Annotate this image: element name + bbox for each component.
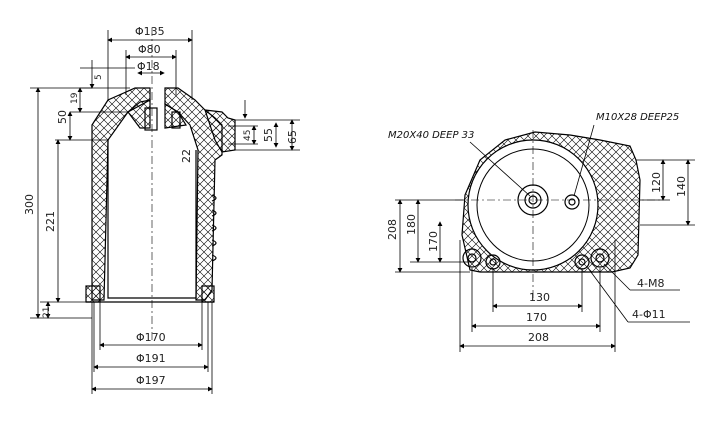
top-dimensions: M20X40 DEEP 33 M10X28 DEEP25 120 140 208… — [386, 112, 695, 352]
label-dia-191: Φ191 — [136, 352, 166, 365]
label-170-horizontal: 170 — [526, 311, 547, 324]
label-120: 120 — [650, 172, 663, 193]
label-22: 22 — [180, 149, 193, 163]
bottom-flange-right — [201, 285, 215, 303]
label-4-m8: 4-M8 — [637, 277, 664, 290]
side-insert — [171, 111, 181, 129]
label-180: 180 — [405, 214, 418, 235]
label-50: 50 — [56, 110, 69, 124]
label-dia-18: Φ18 — [137, 60, 160, 73]
label-140: 140 — [675, 176, 688, 197]
label-208-vertical: 208 — [386, 219, 399, 240]
label-dia-135: Φ135 — [135, 25, 165, 38]
note-m20x40: M20X40 DEEP 33 — [388, 130, 474, 141]
inner-cavity — [107, 140, 197, 299]
mount-hole-4 — [590, 248, 610, 268]
bottom-flange-left — [85, 285, 101, 303]
label-55: 55 — [262, 128, 275, 142]
mount-hole-1 — [462, 248, 482, 268]
label-dia-170: Φ170 — [136, 331, 166, 344]
label-19: 19 — [70, 92, 80, 104]
front-section-view — [85, 28, 236, 340]
label-208-horizontal: 208 — [528, 331, 549, 344]
label-45: 45 — [243, 130, 253, 141]
side-boss — [204, 109, 236, 153]
label-21: 21 — [42, 307, 52, 318]
label-5: 5 — [94, 74, 104, 80]
label-300: 300 — [23, 194, 36, 215]
label-130: 130 — [529, 291, 550, 304]
note-m10x28: M10X28 DEEP25 — [596, 112, 679, 123]
front-top-cap-right — [164, 102, 187, 129]
center-insert — [144, 107, 158, 131]
label-170-vertical: 170 — [427, 231, 440, 252]
label-dia-80: Φ80 — [138, 43, 161, 56]
label-221: 221 — [44, 211, 57, 232]
label-dia-197: Φ197 — [136, 374, 166, 387]
front-dimensions: Φ135 Φ80 Φ18 5 19 50 300 221 21 — [23, 25, 300, 394]
label-4-d11: 4-Φ11 — [632, 308, 666, 321]
top-view — [455, 130, 660, 300]
label-65: 65 — [286, 130, 299, 144]
sheds — [211, 194, 217, 262]
m10-hole — [564, 194, 580, 210]
